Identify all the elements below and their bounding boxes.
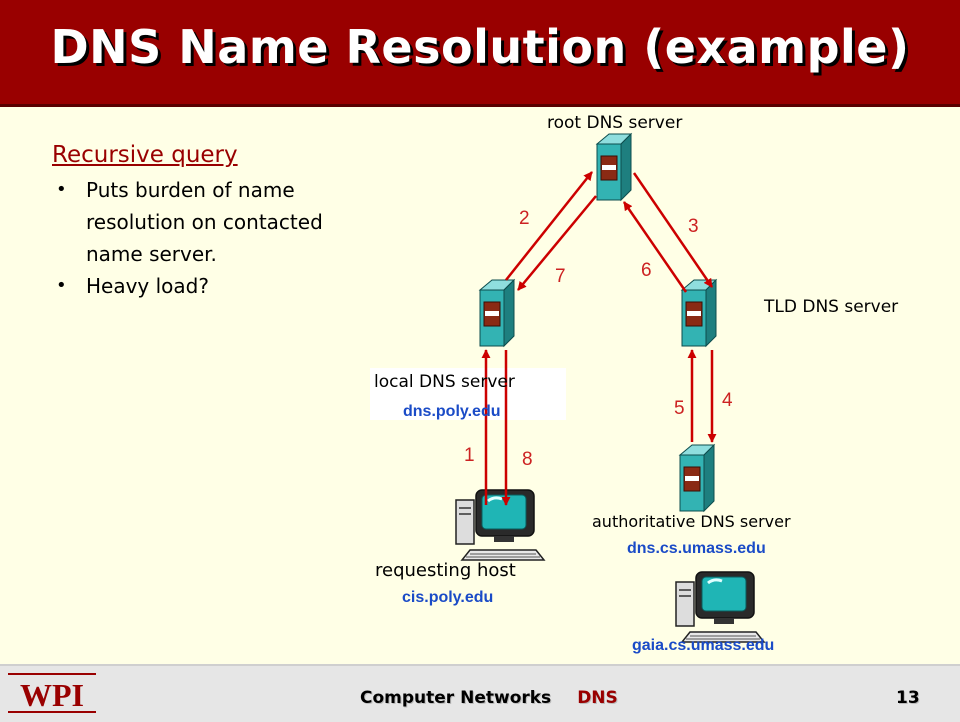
footer-bar: Computer Networks DNS 13 <box>0 664 960 722</box>
local-server-icon <box>479 279 515 347</box>
title-bar: DNS Name Resolution (example) <box>0 0 960 107</box>
authoritative-server-host: dns.cs.umass.edu <box>627 540 766 557</box>
bullet-heading: Recursive query <box>52 142 238 168</box>
step-number-2: 2 <box>519 208 530 229</box>
arrow-step-7 <box>517 195 597 291</box>
requesting-host-computer-icon <box>454 488 546 562</box>
step-number-6: 6 <box>641 260 652 281</box>
gaia-host-name: gaia.cs.umass.edu <box>632 637 775 654</box>
arrow-step-6 <box>622 201 688 293</box>
tld-server-icon <box>681 279 717 347</box>
page-number: 13 <box>896 688 920 708</box>
wpi-logo-text: WPI <box>20 677 84 713</box>
footer-course: Computer Networks <box>360 688 552 708</box>
requesting-host-label: requesting host <box>375 560 516 581</box>
footer-topic: DNS <box>577 688 618 708</box>
authoritative-server-label: authoritative DNS server <box>592 512 791 531</box>
bullet-section: Recursive query Puts burden of name reso… <box>52 142 372 302</box>
step-number-7: 7 <box>555 266 566 287</box>
requesting-host-name: cis.poly.edu <box>402 589 494 606</box>
arrow-step-3 <box>632 172 714 288</box>
bullet-item: Puts burden of name resolution on contac… <box>52 174 372 270</box>
step-number-3: 3 <box>688 216 699 237</box>
local-server-label: local DNS server <box>374 372 515 392</box>
footer-caption: Computer Networks DNS <box>360 688 618 708</box>
authoritative-server-icon <box>679 444 715 512</box>
bullet-list: Puts burden of name resolution on contac… <box>52 174 372 302</box>
wpi-logo: WPI <box>8 673 96 713</box>
gaia-host-computer-icon <box>674 570 766 644</box>
root-server-label: root DNS server <box>547 113 683 133</box>
slide-title: DNS Name Resolution (example) <box>50 20 910 74</box>
local-server-host: dns.poly.edu <box>403 403 501 420</box>
step-number-4: 4 <box>722 390 733 411</box>
step-number-1: 1 <box>464 445 475 466</box>
step-number-5: 5 <box>674 398 685 419</box>
local-dns-label-box <box>370 368 566 420</box>
bullet-item: Heavy load? <box>52 270 372 302</box>
tld-server-label: TLD DNS server <box>764 297 899 317</box>
step-number-8: 8 <box>522 449 533 470</box>
root-server-icon <box>596 133 632 201</box>
arrow-step-2 <box>505 171 593 281</box>
